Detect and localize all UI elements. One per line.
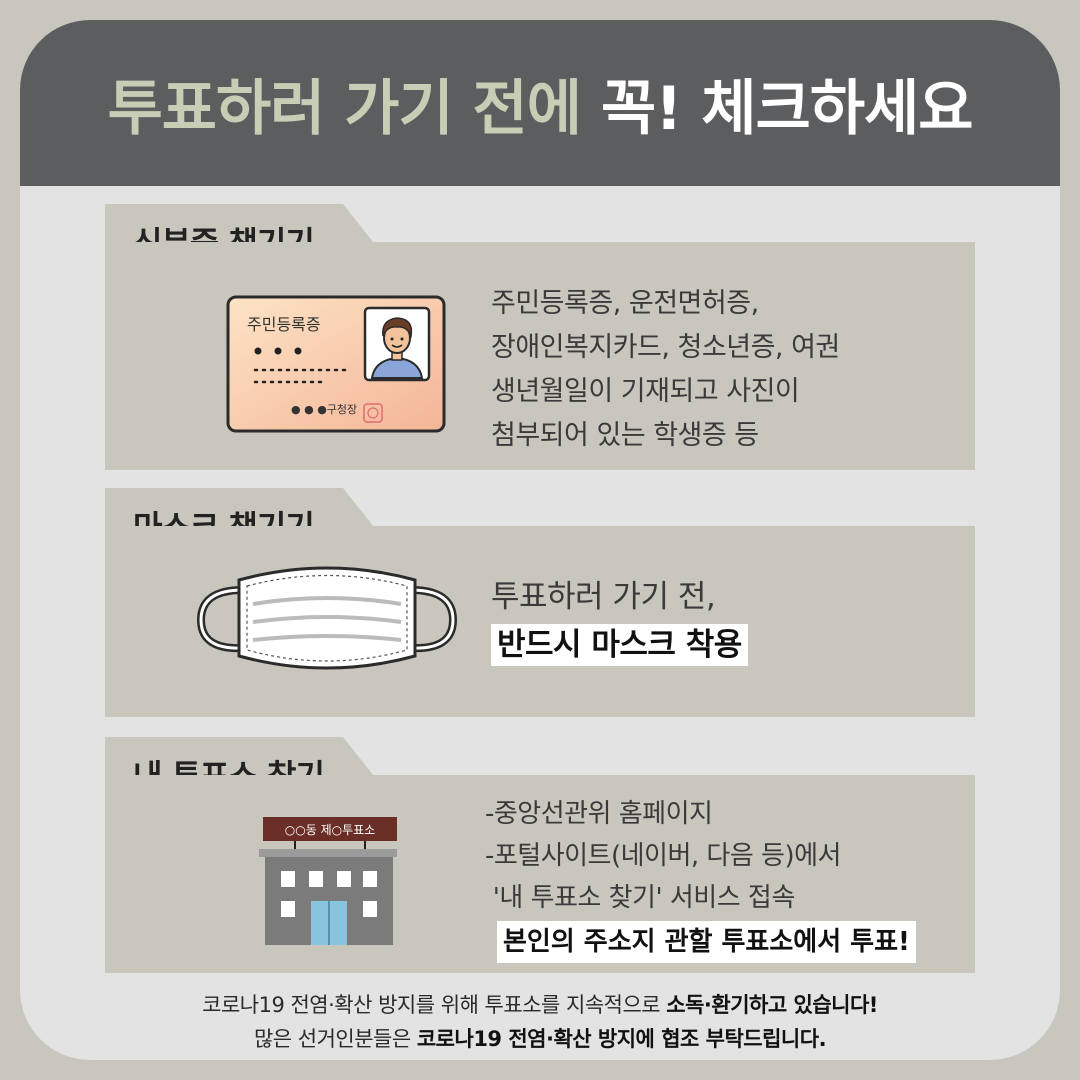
desc-line: 첨부되어 있는 학생증 등 — [491, 420, 759, 451]
station-highlight: 본인의 주소지 관할 투표소에서 투표! — [497, 921, 916, 963]
section-box: 주민등록증 ● ● ●구청장 주민등록증, 운전면허증, — [105, 242, 975, 470]
footer-notice: 코로나19 전염·확산 방지를 위해 투표소를 지속적으로 소독·환기하고 있습… — [20, 988, 1060, 1056]
id-card-illustration: 주민등록증 ● ● ●구청장 — [226, 295, 446, 433]
section-box: ○○동 제○투표소 -중앙선관위 홈페이지 -포털사이트(네이버, 다음 등)에… — [105, 775, 975, 973]
mask-highlight: 반드시 마스크 착용 — [491, 624, 748, 666]
section-mask: 마스크 챙기기 투표하러 가기 전, 반드시 마스크 착용 — [105, 488, 975, 717]
station-highlight-wrap: 본인의 주소지 관할 투표소에서 투표! — [497, 921, 916, 963]
polling-station-building-icon: ○○동 제○투표소 — [259, 817, 397, 945]
mask-icon — [196, 566, 458, 670]
footer-line1: 코로나19 전염·확산 방지를 위해 투표소를 지속적으로 소독·환기하고 있습… — [20, 988, 1060, 1022]
section-box: 투표하러 가기 전, 반드시 마스크 착용 — [105, 526, 975, 717]
id-card-issuer: ● ● ●구청장 — [291, 403, 357, 416]
desc-line: 생년월일이 기재되고 사진이 — [491, 376, 800, 407]
station-sign-text: ○○동 제○투표소 — [285, 823, 375, 837]
desc-line: -포털사이트(네이버, 다음 등)에서 — [485, 841, 841, 871]
desc-line: -중앙선관위 홈페이지 — [485, 799, 713, 829]
desc-line: 투표하러 가기 전, — [491, 579, 716, 615]
footer-line2: 많은 선거인분들은 코로나19 전염·확산 방지에 협조 부탁드립니다. — [20, 1022, 1060, 1056]
id-card-title: 주민등록증 — [247, 315, 321, 334]
desc-line: 주민등록증, 운전면허증, — [491, 288, 759, 319]
title-part2: 꼭! 체크하세요 — [600, 73, 973, 144]
section-polling-station: 내 투표소 찾기 ○○동 제○투표소 -중앙선관위 홈페이지 — [105, 737, 975, 973]
desc-line: 장애인복지카드, 청소년증, 여권 — [491, 332, 840, 363]
title-part1: 투표하러 가기 전에 — [107, 73, 582, 144]
footer-text: 코로나19 전염·확산 방지를 위해 투표소를 지속적으로 — [202, 993, 667, 1017]
id-description: 주민등록증, 운전면허증, 장애인복지카드, 청소년증, 여권 생년월일이 기재… — [491, 282, 840, 458]
infographic-panel: 투표하러 가기 전에 꼭! 체크하세요 신분증 챙기기 주민등록증 — [20, 20, 1060, 1060]
mask-description: 투표하러 가기 전, 반드시 마스크 착용 — [491, 573, 748, 669]
footer-emphasis: 소독·환기하고 있습니다! — [666, 993, 878, 1017]
header-banner: 투표하러 가기 전에 꼭! 체크하세요 — [20, 20, 1060, 186]
footer-emphasis: 코로나19 전염·확산 방지에 협조 부탁드립니다. — [416, 1027, 827, 1051]
desc-line: '내 투표소 찾기' 서비스 접속 — [485, 883, 795, 913]
footer-text: 많은 선거인분들은 — [253, 1027, 417, 1051]
seal-icon — [363, 403, 383, 423]
section-id-card: 신분증 챙기기 주민등록증 ● ● ●구청장 — [105, 204, 975, 470]
station-description: -중앙선관위 홈페이지 -포털사이트(네이버, 다음 등)에서 '내 투표소 찾… — [485, 793, 841, 919]
